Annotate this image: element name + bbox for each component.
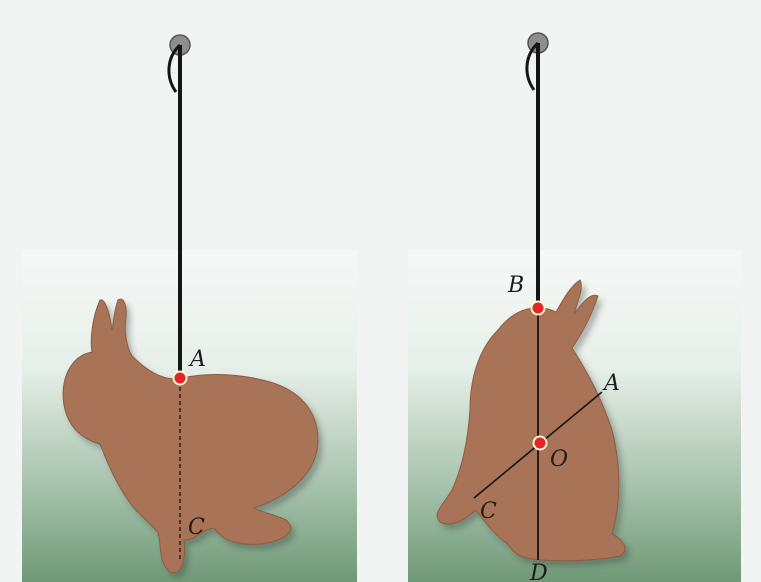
left-label-a: A bbox=[188, 347, 206, 372]
right-label-b: B bbox=[507, 273, 524, 298]
right-label-c: C bbox=[480, 499, 497, 524]
right-panel: B A O C D bbox=[408, 32, 741, 582]
left-label-c: C bbox=[188, 515, 205, 540]
left-rabbit-cutout bbox=[62, 298, 319, 574]
left-panel: A C bbox=[22, 34, 357, 582]
left-point-a-marker bbox=[172, 370, 188, 386]
left-thread-loop bbox=[167, 43, 182, 93]
right-label-o: O bbox=[550, 447, 568, 472]
right-point-o-marker bbox=[532, 435, 548, 451]
right-point-b-marker bbox=[530, 300, 546, 316]
right-thread-loop bbox=[525, 41, 540, 91]
right-label-d: D bbox=[529, 561, 548, 582]
right-label-a: A bbox=[602, 371, 620, 396]
